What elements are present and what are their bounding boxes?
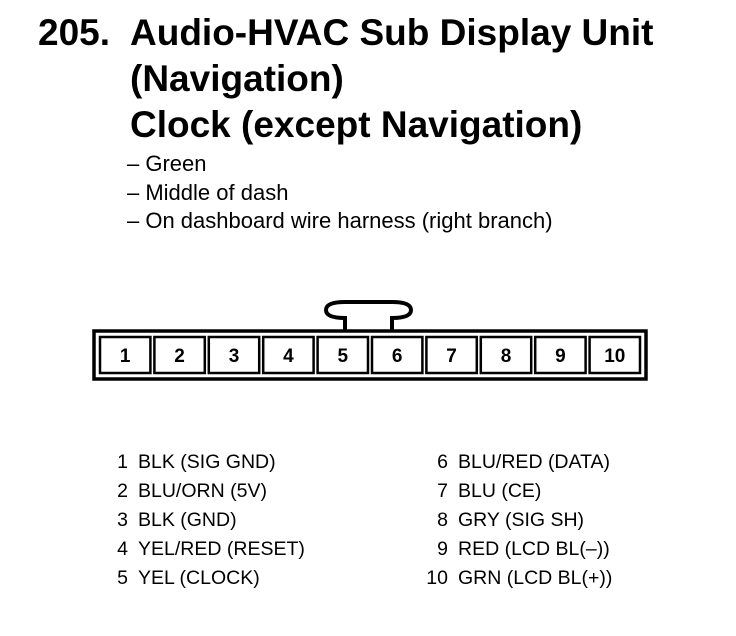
pin-number: 9 (437, 538, 448, 560)
pin-description: GRY (SIG SH) (458, 509, 585, 531)
pin-label-7: 7 (446, 346, 457, 367)
note-location: – Middle of dash (127, 179, 289, 205)
pinout-row: 3 BLK (GND) (100, 506, 305, 535)
pin-label-6: 6 (392, 346, 403, 367)
pin-cell-4 (261, 335, 315, 375)
pin-number: 6 (437, 451, 448, 473)
pin-label-10: 10 (604, 346, 625, 367)
pin-label-1: 1 (120, 346, 131, 367)
pin-cell-2 (153, 335, 207, 375)
pin-label-8: 8 (501, 346, 512, 367)
title-line-1: Audio-HVAC Sub Display Unit (130, 12, 654, 53)
pinout-row: 9 RED (LCD BL(–)) (420, 535, 612, 564)
pin-number: 1 (117, 451, 128, 473)
pinout-row: 1 BLK (SIG GND) (100, 448, 305, 477)
pin-description: BLU (CE) (458, 480, 542, 502)
pin-number: 4 (117, 538, 128, 560)
pin-label-3: 3 (229, 346, 240, 367)
pin-number: 2 (117, 480, 128, 502)
pin-description: BLU/RED (DATA) (458, 451, 611, 473)
pin-cell-9 (533, 335, 587, 375)
pin-cell-6 (370, 335, 424, 375)
title-line-2: (Navigation) (130, 58, 344, 99)
pin-label-9: 9 (555, 346, 566, 367)
pinout-row: 4 YEL/RED (RESET) (100, 535, 305, 564)
note-harness: – On dashboard wire harness (right branc… (127, 208, 553, 233)
pin-label-5: 5 (338, 346, 349, 367)
pin-label-4: 4 (283, 346, 294, 367)
pinout-row: 2 BLU/ORN (5V) (100, 477, 305, 506)
pin-cell-5 (316, 335, 370, 375)
pin-number: 5 (117, 567, 128, 589)
pin-description: BLK (SIG GND) (138, 451, 276, 473)
pin-description: BLK (GND) (138, 509, 237, 531)
pin-cell-3 (207, 335, 261, 375)
connector-diagram: 1 2 3 4 5 6 7 8 9 10 (92, 300, 648, 381)
pin-cell-8 (479, 335, 533, 375)
pin-label-2: 2 (174, 346, 185, 367)
pin-description: GRN (LCD BL(+)) (458, 567, 613, 589)
pinout-row: 10 GRN (LCD BL(+)) (420, 564, 612, 593)
pinout-row: 8 GRY (SIG SH) (420, 506, 612, 535)
pin-description: RED (LCD BL(–)) (458, 538, 610, 560)
title-lines: Audio-HVAC Sub Display Unit (Navigation)… (130, 10, 653, 148)
pin-number: 8 (437, 509, 448, 531)
pin-number: 3 (117, 509, 128, 531)
connector-lock-tab (323, 300, 414, 332)
pinout-row: 6 BLU/RED (DATA) (420, 448, 612, 477)
pin-number: 10 (426, 567, 448, 589)
title-line-3: Clock (except Navigation) (130, 104, 583, 145)
pinout-row: 5 YEL (CLOCK) (100, 564, 305, 593)
title-number: 205. (38, 12, 111, 53)
pin-number: 7 (437, 480, 448, 502)
pin-description: YEL (CLOCK) (138, 567, 260, 589)
pin-cell-10 (588, 335, 642, 375)
pin-cells: 1 2 3 4 5 6 7 8 9 10 (98, 335, 642, 375)
note-color: – Green (127, 151, 207, 176)
pin-description: BLU/ORN (5V) (138, 480, 267, 502)
pin-cell-1 (98, 335, 152, 375)
pin-cell-7 (425, 335, 479, 375)
connector-notes: – Green – Middle of dash – On dashboard … (127, 150, 553, 236)
pinout-row: 7 BLU (CE) (420, 477, 612, 506)
pin-description: YEL/RED (RESET) (138, 538, 305, 560)
